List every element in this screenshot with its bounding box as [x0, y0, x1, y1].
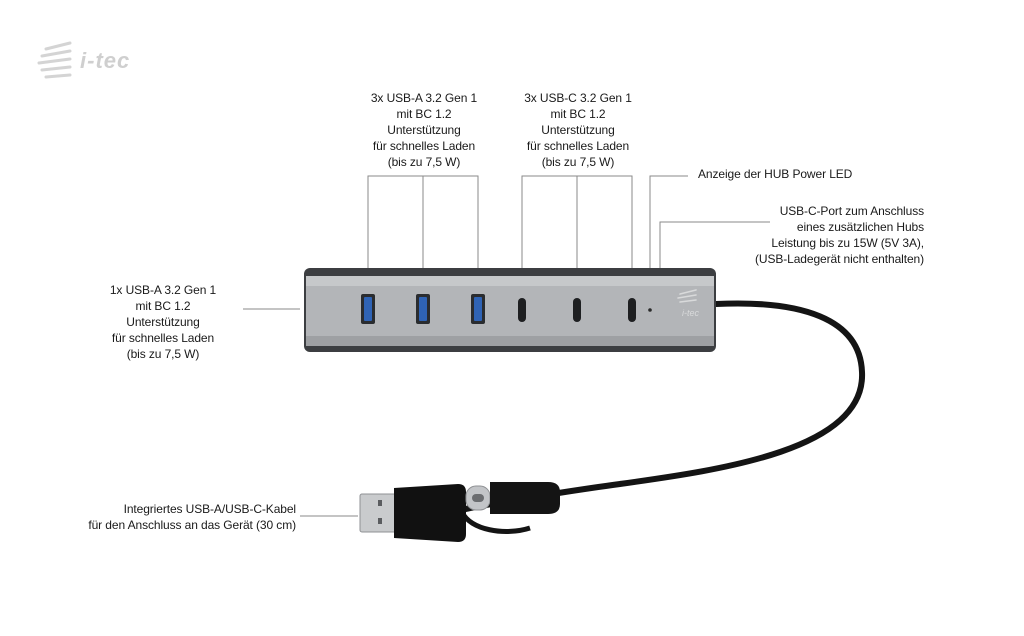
leader-lines [243, 175, 770, 517]
usb-c-ports [518, 298, 636, 322]
label-usb-c-power-port: USB-C-Port zum Anschluss eines zusätzlic… [754, 204, 924, 266]
power-led-icon [648, 308, 652, 312]
usb-a-plug [359, 484, 466, 542]
hub-logo-text: i-tec [682, 308, 700, 318]
logo-wing-icon [37, 41, 72, 79]
label-cable: Integriertes USB-A/USB-C-Kabel für den A… [88, 502, 296, 532]
label-power-led: Anzeige der HUB Power LED [698, 167, 853, 181]
hub-body [304, 268, 716, 352]
logo-text: i-tec [80, 48, 131, 73]
hub-logo-icon [677, 289, 697, 303]
label-usb-a-group: 3x USB-A 3.2 Gen 1 mit BC 1.2 Unterstütz… [370, 91, 478, 169]
brand-logo: i-tec [36, 36, 146, 86]
label-side-usb-a: 1x USB-A 3.2 Gen 1 mit BC 1.2 Unterstütz… [109, 283, 217, 361]
usb-c-plug [465, 482, 560, 514]
usb-a-ports [361, 294, 485, 324]
label-usb-c-group: 3x USB-C 3.2 Gen 1 mit BC 1.2 Unterstütz… [524, 91, 632, 169]
cable [549, 300, 866, 497]
